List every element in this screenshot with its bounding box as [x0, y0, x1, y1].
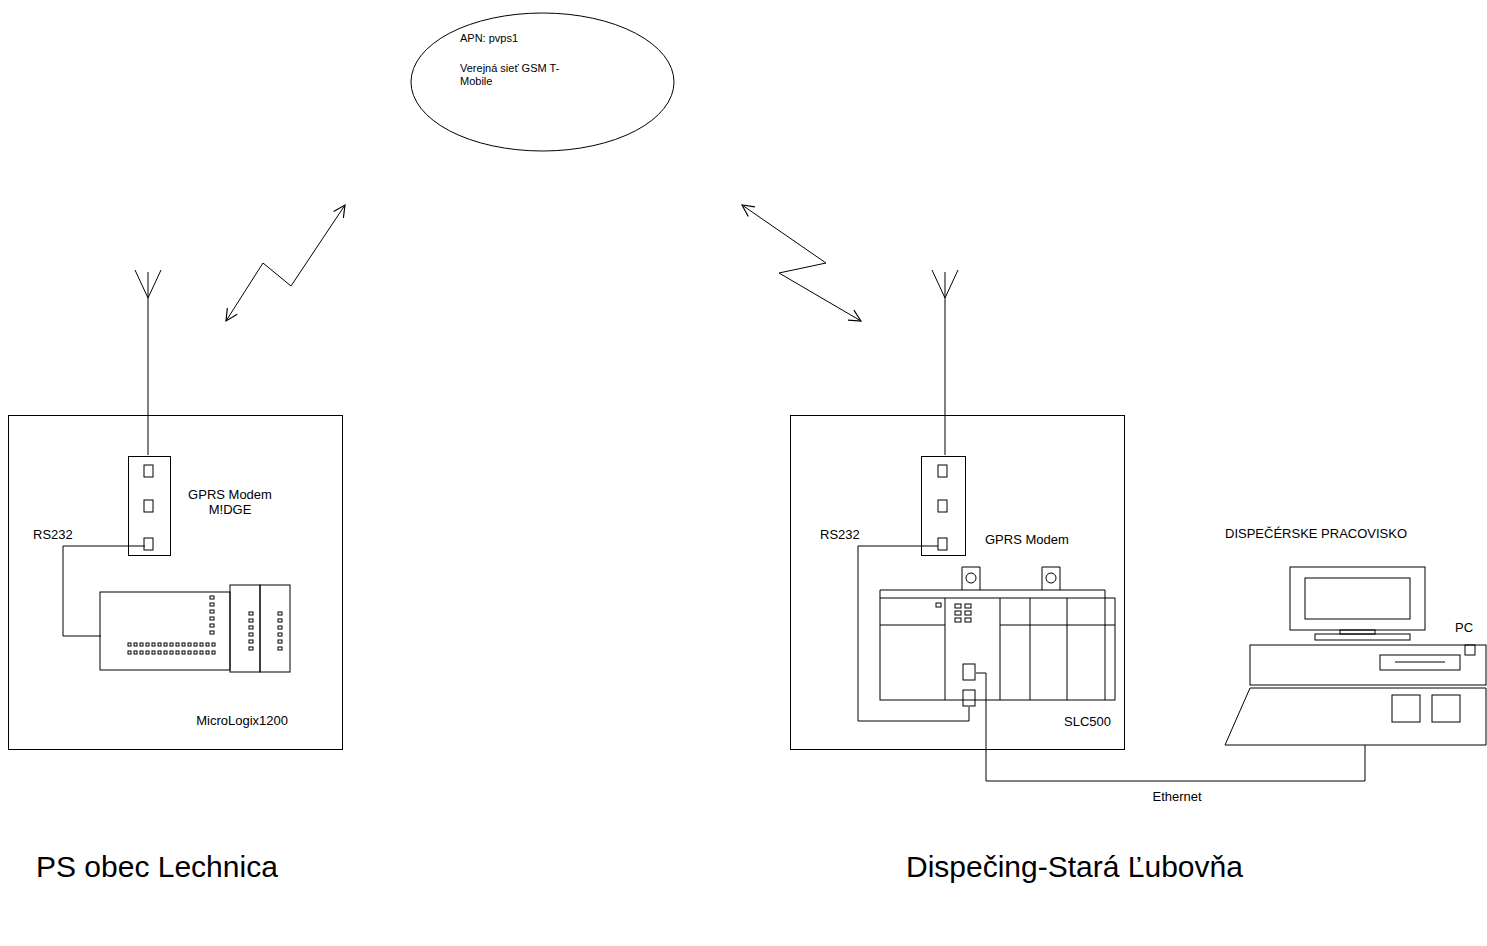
plc-slc500: [880, 567, 1115, 706]
network-label: APN: pvps1: [460, 32, 518, 45]
device-label: PC: [1455, 620, 1473, 635]
network-label: Verejná sieť GSM T-Mobile: [460, 62, 570, 88]
modem-led: [144, 465, 947, 550]
modem-box: GPRS Modem: [921, 456, 966, 556]
connector-label: RS232: [818, 527, 862, 542]
modem-box: GPRS Modem M!DGE: [128, 456, 171, 556]
workstation-box: DISPEČÉRSKE PRACOVISKO PC: [1225, 520, 1487, 745]
device-label: GPRS Modem M!DGE: [185, 487, 275, 517]
plc-box: SLC500: [881, 566, 1116, 701]
device-label: MicroLogix1200: [196, 713, 288, 728]
device-label: GPRS Modem: [985, 532, 1069, 547]
cable-connector: [63, 546, 145, 636]
plc-box: MicroLogix1200: [101, 586, 291, 676]
network-cloud: APN: pvps1Verejná sieť GSM T-Mobile: [410, 12, 675, 152]
site-box: Dispečing-Stará ĽubovňaGPRS ModemSLC500: [790, 415, 1125, 750]
ellipse-outline: [410, 12, 675, 152]
device-label: SLC500: [1064, 714, 1111, 729]
workstation-title: DISPEČÉRSKE PRACOVISKO: [1225, 526, 1407, 541]
wireless-link: [742, 205, 861, 321]
connector-label: Ethernet: [1151, 789, 1204, 804]
pc-illustration: [1225, 567, 1486, 745]
ellipse-outline: [411, 13, 674, 151]
antenna-symbol: [135, 270, 958, 455]
plc-micrologix: [100, 585, 290, 672]
site-title: Dispečing-Stará Ľubovňa: [906, 849, 1243, 885]
site-title: PS obec Lechnica: [36, 849, 278, 885]
connector-label: RS232: [31, 527, 75, 542]
wireless-link: [226, 205, 345, 321]
cable-connector: [976, 673, 1365, 781]
site-box: PS obec LechnicaGPRS Modem M!DGEMicroLog…: [8, 415, 343, 750]
cable-connector: [858, 546, 969, 721]
